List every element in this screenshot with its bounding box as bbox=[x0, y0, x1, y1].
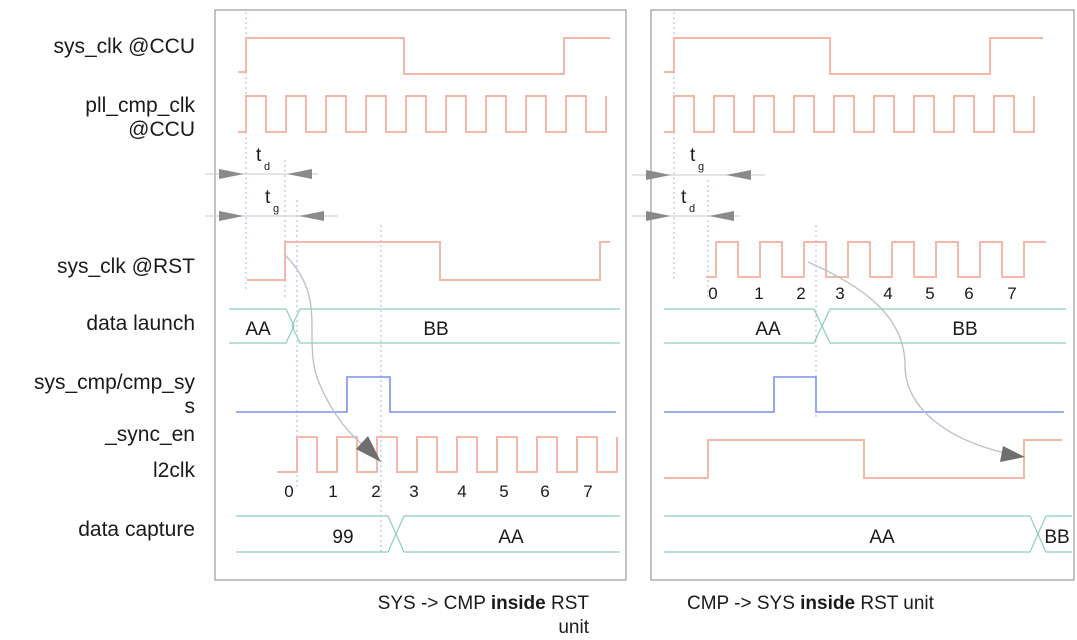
left-launch-bus-bb bbox=[291, 308, 620, 344]
label-sys-clk-ccu: sys_clk @CCU bbox=[54, 35, 196, 58]
right-launch-bus-aa bbox=[664, 308, 823, 344]
label-sync-en-line2: s bbox=[185, 395, 196, 418]
label-sync-en-line1: sys_cmp/cmp_sy bbox=[34, 371, 196, 394]
left-wave-pll-cmp-clk bbox=[238, 95, 607, 133]
left-cycle-0: 0 bbox=[284, 482, 293, 501]
left-flow-arrowhead bbox=[356, 436, 381, 462]
left-caption-bold: inside bbox=[491, 593, 546, 614]
left-wave-l2clk bbox=[277, 436, 618, 473]
right-td-marker: t d bbox=[632, 187, 740, 221]
label-sync-en-line3: _sync_en bbox=[104, 423, 195, 446]
right-capture-bb: BB bbox=[1044, 527, 1069, 548]
left-td-arrow-left bbox=[287, 169, 312, 179]
right-panel: t g t d 0 1 2 3 4 5 6 7 AA BB bbox=[632, 12, 1072, 553]
right-capture-aa: AA bbox=[869, 527, 895, 548]
right-launch-aa: AA bbox=[755, 319, 781, 340]
right-panel-frame bbox=[650, 9, 1075, 581]
left-tg-sub: g bbox=[273, 203, 279, 215]
right-capture-bus-aa bbox=[664, 515, 1039, 553]
left-cycle-2: 2 bbox=[371, 482, 380, 501]
left-capture-aa: AA bbox=[498, 527, 524, 548]
right-launch-bb: BB bbox=[952, 319, 977, 340]
left-cycle-7: 7 bbox=[583, 482, 592, 501]
right-cycle-6: 6 bbox=[964, 284, 973, 303]
left-panel: t d t g AA BB 0 1 2 3 4 5 6 7 bbox=[205, 12, 620, 555]
left-flow-arrow bbox=[284, 254, 373, 453]
left-cycle-3: 3 bbox=[409, 482, 418, 501]
right-td-sub: d bbox=[689, 203, 695, 215]
left-launch-bb: BB bbox=[423, 319, 448, 340]
left-launch-aa: AA bbox=[245, 319, 271, 340]
left-caption-line1: SYS -> CMP inside RST bbox=[378, 593, 590, 614]
left-cycle-6: 6 bbox=[540, 482, 549, 501]
left-panel-frame bbox=[214, 9, 627, 581]
label-sys-clk-rst: sys_clk @RST bbox=[57, 255, 195, 278]
right-cycle-4: 4 bbox=[883, 284, 892, 303]
left-wave-sys-clk-ccu bbox=[238, 37, 610, 75]
left-tg-arrow-left bbox=[299, 211, 324, 221]
left-capture-99: 99 bbox=[332, 527, 353, 548]
right-caption-part2: RST unit bbox=[855, 593, 935, 614]
label-data-launch: data launch bbox=[86, 312, 195, 335]
right-flow-arrowhead bbox=[1000, 446, 1025, 462]
right-flow-arrow bbox=[807, 261, 1006, 454]
right-caption: CMP -> SYS inside RST unit bbox=[687, 593, 935, 614]
label-data-capture: data capture bbox=[78, 518, 195, 541]
right-wave-sys-clk-ccu bbox=[664, 37, 1043, 75]
right-wave-sync-en bbox=[664, 376, 1064, 413]
left-td-sub: d bbox=[264, 161, 270, 173]
left-launch-bus-aa bbox=[229, 308, 295, 344]
right-cycle-3: 3 bbox=[835, 284, 844, 303]
left-td-marker: t d bbox=[205, 145, 318, 179]
right-cycle-0: 0 bbox=[708, 284, 717, 303]
right-caption-bold: inside bbox=[800, 593, 855, 614]
left-caption-part2: RST bbox=[546, 593, 590, 614]
right-tg-marker: t g bbox=[632, 145, 765, 180]
right-td-t: t bbox=[681, 187, 687, 208]
left-tg-marker: t g bbox=[205, 187, 338, 221]
right-cycle-2: 2 bbox=[796, 284, 805, 303]
left-cycle-1: 1 bbox=[328, 482, 337, 501]
label-l2clk: l2clk bbox=[153, 459, 196, 482]
right-capture-bus-bb bbox=[1037, 515, 1072, 553]
left-tg-arrow-right bbox=[219, 211, 244, 221]
left-cycle-5: 5 bbox=[499, 482, 508, 501]
right-tg-sub: g bbox=[698, 161, 704, 173]
left-wave-sync-en bbox=[236, 376, 616, 413]
right-wave-l2clk bbox=[664, 439, 1062, 479]
right-td-arrow-left bbox=[709, 211, 734, 221]
label-pll-cmp-clk: pll_cmp_clk bbox=[85, 94, 195, 117]
right-td-arrow-right bbox=[646, 211, 671, 221]
left-tg-t: t bbox=[265, 187, 271, 208]
right-cycle-7: 7 bbox=[1007, 284, 1016, 303]
left-capture-bus-99 bbox=[236, 515, 397, 553]
left-td-arrow-right bbox=[219, 169, 244, 179]
right-cycle-1: 1 bbox=[754, 284, 763, 303]
left-wave-sys-clk-rst bbox=[247, 241, 610, 281]
left-capture-bus-aa bbox=[395, 515, 620, 553]
right-tg-arrow-left bbox=[726, 170, 751, 180]
left-caption-part1: SYS -> CMP bbox=[378, 593, 491, 614]
right-launch-bus-bb bbox=[821, 308, 1066, 344]
left-td-t: t bbox=[256, 145, 262, 166]
right-tg-arrow-right bbox=[646, 170, 671, 180]
right-tg-t: t bbox=[690, 145, 696, 166]
label-pll-cmp-clk-ccu: @CCU bbox=[128, 118, 195, 141]
right-caption-part1: CMP -> SYS bbox=[687, 593, 800, 614]
left-cycle-4: 4 bbox=[457, 482, 466, 501]
right-wave-sys-clk-rst bbox=[706, 241, 1046, 278]
left-caption-line2: unit bbox=[558, 617, 589, 638]
right-wave-pll-cmp-clk bbox=[664, 95, 1035, 133]
right-cycle-5: 5 bbox=[925, 284, 934, 303]
